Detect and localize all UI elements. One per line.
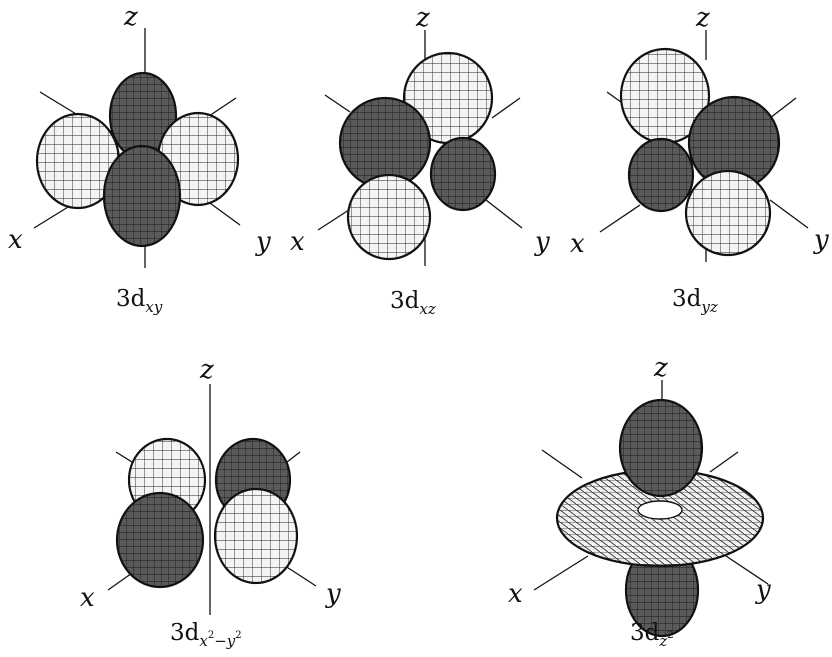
axis-label-z: z: [415, 3, 430, 33]
orbital-dyz: z x y 3dyz: [570, 3, 829, 316]
caption-dx2y2: 3dx2−y2: [170, 620, 242, 650]
orbital-dxy: z x y 3dxy: [8, 2, 271, 316]
axis-label-y: y: [325, 579, 341, 609]
lobe-dark-bottom: [104, 146, 180, 246]
axis-label-x: x: [290, 227, 305, 257]
axis-label-x: x: [508, 579, 523, 609]
lobe-dark-front-left: [117, 493, 203, 587]
torus-hole: [638, 501, 682, 519]
axis-label-z: z: [653, 353, 668, 383]
caption-dxy: 3dxy: [116, 286, 163, 316]
axis-label-y: y: [534, 227, 550, 257]
lobe-light-bottom-right: [686, 171, 770, 255]
orbital-dz2: z x y 3dz2: [508, 353, 771, 650]
axis-label-z: z: [695, 3, 710, 33]
lobe-dark-right: [431, 138, 495, 210]
caption-dxz: 3dxz: [390, 288, 436, 318]
orbital-dx2y2: z x y 3dx2−y2: [80, 355, 341, 650]
orbital-dxz: z x y 3dxz: [290, 3, 550, 318]
caption-dyz: 3dyz: [672, 286, 718, 316]
lobe-light-front-right: [215, 489, 297, 583]
lobe-dark-top: [620, 400, 702, 496]
axis-label-y: y: [813, 225, 829, 255]
lobe-dark-left: [629, 139, 693, 211]
lobe-light-bottom-left: [348, 175, 430, 259]
axis-label-x: x: [8, 225, 23, 255]
axis-label-y: y: [255, 227, 271, 257]
axis-label-z: z: [123, 2, 138, 32]
axis-label-z: z: [199, 355, 214, 385]
axis-label-x: x: [570, 229, 585, 259]
axis-label-x: x: [80, 583, 95, 613]
axis-label-y: y: [755, 575, 771, 605]
